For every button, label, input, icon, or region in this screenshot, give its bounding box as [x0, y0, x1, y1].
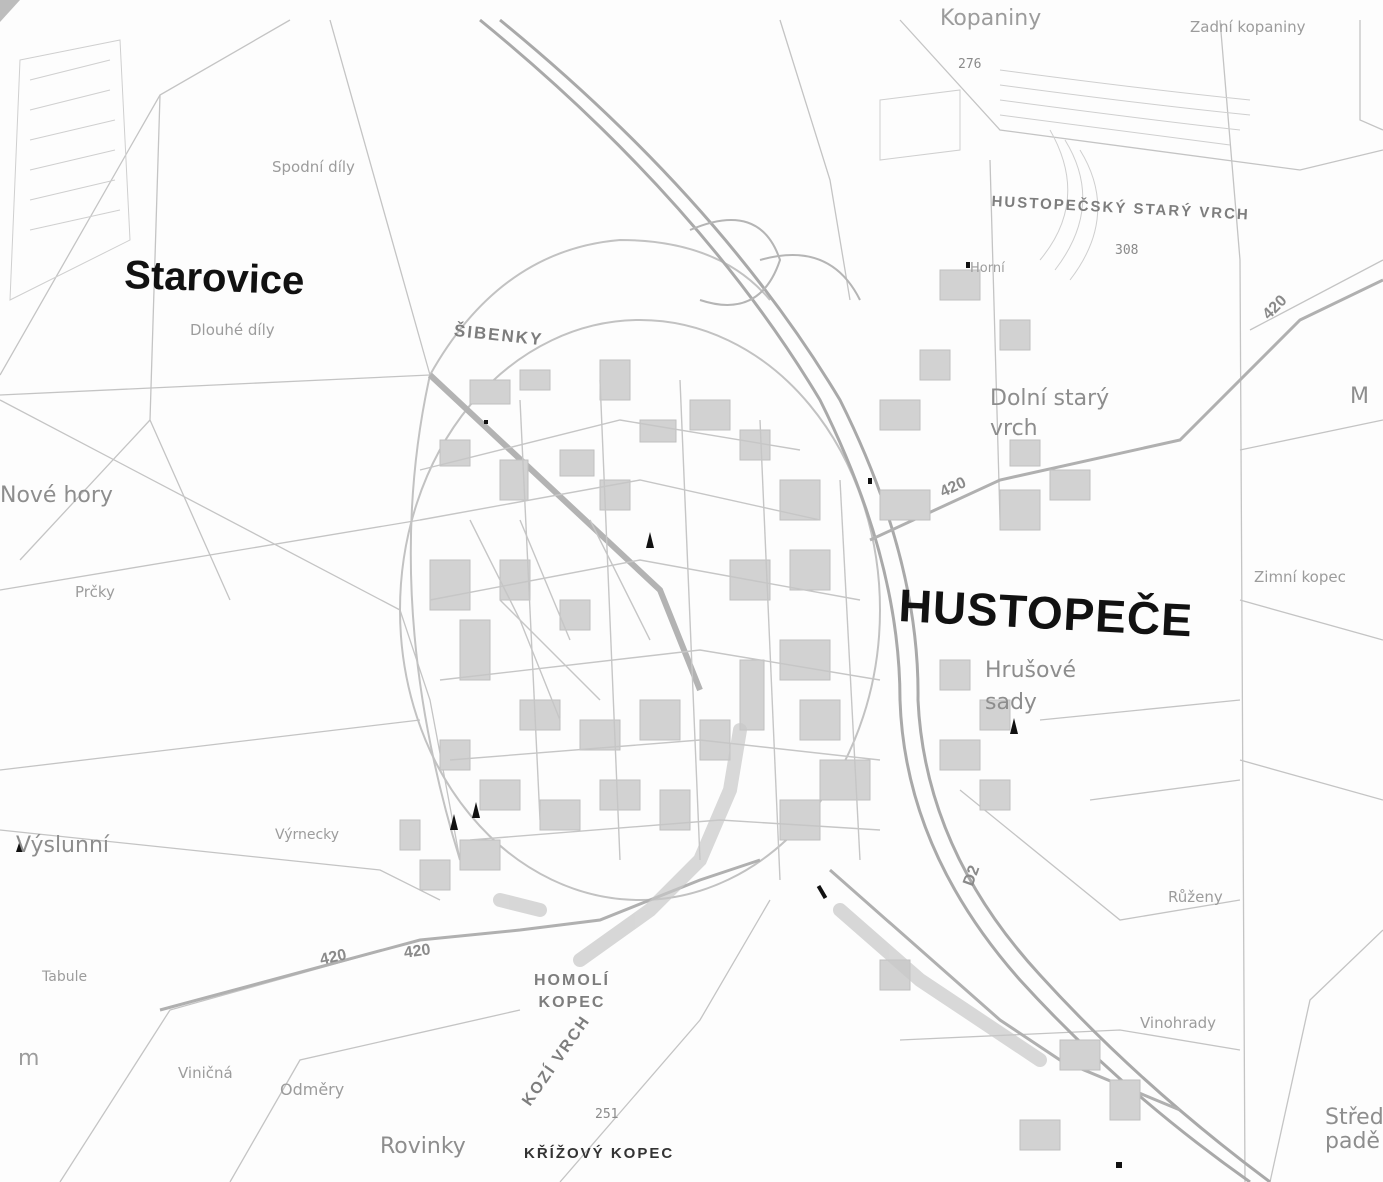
field-label-spodni-dily: Spodní díly [272, 158, 355, 176]
field-boundaries [0, 19, 1383, 1182]
elevation-276: 276 [958, 57, 982, 72]
hill-label-homoli-kopec[interactable]: HOMOLÍ KOPEC [534, 972, 610, 1011]
field-label-stred-padel: Střed padě [1325, 1106, 1383, 1154]
field-label-nove-hory: Nové hory [0, 483, 113, 508]
field-label-hrusove-sady: Hrušové sady [985, 658, 1077, 715]
field-label-dolni-stary-vrch: Dolní starý vrch [990, 386, 1110, 441]
main-street [427, 372, 703, 692]
field-label-ruzeny: Růženy [1168, 888, 1223, 906]
paper-corner [0, 0, 20, 22]
point-symbols [16, 262, 1122, 1168]
field-label-horni: Horní [970, 261, 1005, 276]
interchange [689, 219, 861, 306]
field-label-vyrnecky: Výrnecky [275, 827, 340, 843]
field-label-prcky: Prčky [75, 583, 115, 601]
ring-road [399, 238, 881, 901]
field-label-tabule: Tabule [42, 969, 88, 985]
field-label-vyslunni: Výslunní [16, 833, 109, 858]
field-label-dlouhe-dily: Dlouhé díly [190, 321, 275, 339]
hill-label-krizovy-kopec[interactable]: KŘÍŽOVÝ KOPEC [524, 1145, 675, 1162]
vineyard-terraces [9, 39, 1251, 301]
field-label-odmery: Odměry [280, 1080, 345, 1099]
village-label-starovice[interactable]: Starovice [123, 253, 306, 304]
elevation-251: 251 [595, 1107, 619, 1122]
elevation-308: 308 [1115, 243, 1139, 258]
field-label-vinohrady: Vinohrady [1140, 1014, 1217, 1032]
field-label-vinicna: Viničná [178, 1064, 233, 1082]
field-label-zadni-kopaniny: Zadní kopaniny [1190, 18, 1306, 36]
motorway-d2 [479, 18, 1271, 1182]
field-label-m-edge: M [1350, 384, 1369, 409]
field-label-rovinky: Rovinky [380, 1134, 466, 1159]
built-up-area [399, 269, 1141, 1151]
field-label-m-left: m [18, 1046, 40, 1071]
park-strip [493, 723, 1047, 1067]
field-label-kopaniny: Kopaniny [940, 6, 1042, 31]
street-grid [419, 379, 881, 881]
field-label-zimni-kopec: Zimní kopec [1254, 568, 1346, 586]
